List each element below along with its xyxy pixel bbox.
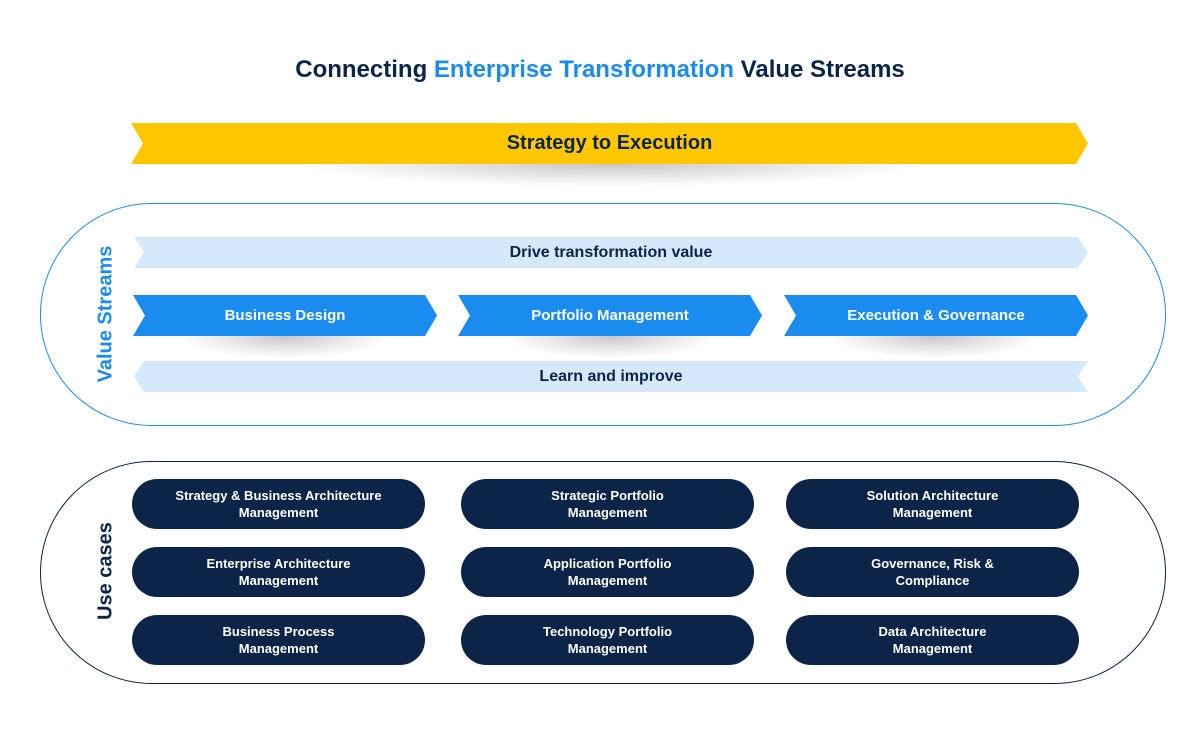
use-case-line1: Business Process (222, 624, 335, 639)
use-case-line1: Application Portfolio (543, 556, 672, 571)
use-case-data-architecture: Data Architecture Management (786, 615, 1079, 665)
value-streams-label: Value Streams (94, 245, 117, 383)
use-case-line1: Strategy & Business Architecture (175, 488, 382, 503)
use-case-strategic-portfolio: Strategic Portfolio Management (461, 479, 754, 529)
portfolio-management-shadow (505, 336, 715, 358)
use-case-strategy-business-architecture: Strategy & Business Architecture Managem… (132, 479, 425, 529)
use-case-line2: Management (892, 505, 973, 520)
use-case-line2: Management (238, 573, 319, 588)
use-case-line1: Data Architecture (878, 624, 987, 639)
use-case-line2: Management (567, 505, 648, 520)
use-case-line2: Management (567, 641, 648, 656)
execution-governance-shadow (830, 336, 1040, 358)
stage-portfolio-management: Portfolio Management (458, 295, 762, 336)
learn-improve-label: Learn and improve (539, 367, 683, 385)
stage-label: Business Design (224, 307, 346, 324)
use-case-solution-architecture: Solution Architecture Management (786, 479, 1079, 529)
drive-transformation-label: Drive transformation value (509, 243, 713, 261)
learn-improve-arrow: Learn and improve (134, 361, 1088, 392)
use-case-governance-risk-compliance: Governance, Risk & Compliance (786, 547, 1079, 597)
use-case-application-portfolio: Application Portfolio Management (461, 547, 754, 597)
use-case-line1: Governance, Risk & (871, 556, 994, 571)
use-case-business-process: Business Process Management (132, 615, 425, 665)
use-case-line2: Management (892, 641, 973, 656)
drive-transformation-arrow: Drive transformation value (134, 237, 1088, 268)
use-cases-label: Use cases (94, 522, 117, 620)
title-accent: Enterprise Transformation (433, 56, 734, 83)
use-case-line1: Enterprise Architecture (206, 556, 351, 571)
use-case-line2: Compliance (895, 573, 970, 588)
stage-label: Portfolio Management (531, 307, 689, 324)
business-design-shadow (180, 336, 390, 358)
use-cases-panel (40, 461, 1166, 684)
page-title: Connecting Enterprise Transformation Val… (0, 56, 1200, 84)
title-suffix: Value Streams (740, 56, 905, 83)
use-case-line1: Strategic Portfolio (551, 488, 664, 503)
value-streams-panel (40, 203, 1166, 426)
strategy-to-execution-arrow: Strategy to Execution (131, 123, 1088, 164)
stage-execution-governance: Execution & Governance (784, 295, 1088, 336)
use-case-line2: Management (238, 641, 319, 656)
strategy-arrow-shadow (300, 164, 920, 186)
use-case-line1: Solution Architecture (866, 488, 999, 503)
use-case-line2: Management (567, 573, 648, 588)
use-case-enterprise-architecture: Enterprise Architecture Management (132, 547, 425, 597)
stage-label: Execution & Governance (847, 307, 1025, 324)
use-case-technology-portfolio: Technology Portfolio Management (461, 615, 754, 665)
use-case-line1: Technology Portfolio (542, 624, 673, 639)
strategy-arrow-label: Strategy to Execution (506, 132, 713, 154)
title-prefix: Connecting (295, 56, 428, 83)
stage-business-design: Business Design (133, 295, 437, 336)
use-case-line2: Management (238, 505, 319, 520)
